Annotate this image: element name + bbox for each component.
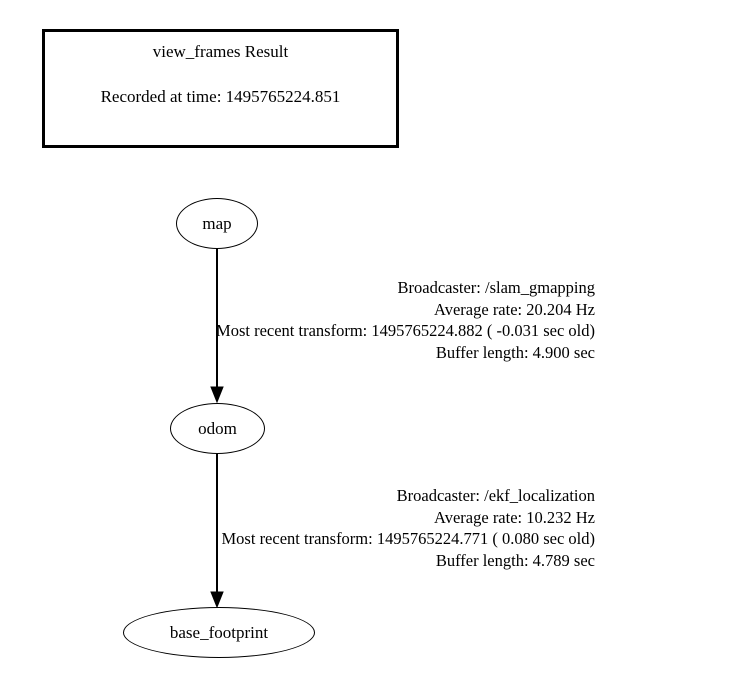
edge-label-map-to-odom-most-recent-transform: Most recent transform: 1495765224.882 ( … [216, 321, 595, 340]
edge-label-odom-to-base-footprint-broadcaster: Broadcaster: /ekf_localization [396, 486, 595, 505]
edge-label-odom-to-base-footprint-buffer-length: Buffer length: 4.789 sec [435, 550, 595, 570]
edge-label-map-to-odom-broadcaster: Broadcaster: /slam_gmapping [397, 278, 596, 297]
graph-node-map-label: map [202, 213, 232, 233]
graph-node-base-footprint[interactable]: base_footprint [123, 607, 315, 658]
edge-label-map-to-odom-average-rate: Average rate: 20.204 Hz [434, 299, 595, 319]
edge-odom-to-base-footprint-arrowhead [210, 591, 224, 609]
graph-node-odom-label: odom [198, 418, 237, 438]
edge-label-map-to-odom: Broadcaster: /slam_gmapping Average rate… [215, 277, 595, 363]
edge-label-odom-to-base-footprint-average-rate: Average rate: 10.232 Hz [434, 507, 595, 527]
edge-label-odom-to-base-footprint-most-recent-transform: Most recent transform: 1495765224.771 ( … [221, 529, 595, 548]
title-box-heading: view_frames Result [152, 42, 289, 61]
edge-label-map-to-odom-buffer-length: Buffer length: 4.900 sec [435, 342, 595, 362]
title-box-recorded-time: Recorded at time: 1495765224.851 [100, 87, 341, 106]
graph-node-map[interactable]: map [176, 198, 258, 249]
edge-label-odom-to-base-footprint: Broadcaster: /ekf_localization Average r… [205, 485, 595, 571]
title-box: view_frames Result Recorded at time: 149… [42, 29, 399, 148]
edge-map-to-odom-arrowhead [210, 386, 224, 404]
graph-node-odom[interactable]: odom [170, 403, 265, 454]
graph-node-base-footprint-label: base_footprint [169, 622, 269, 642]
